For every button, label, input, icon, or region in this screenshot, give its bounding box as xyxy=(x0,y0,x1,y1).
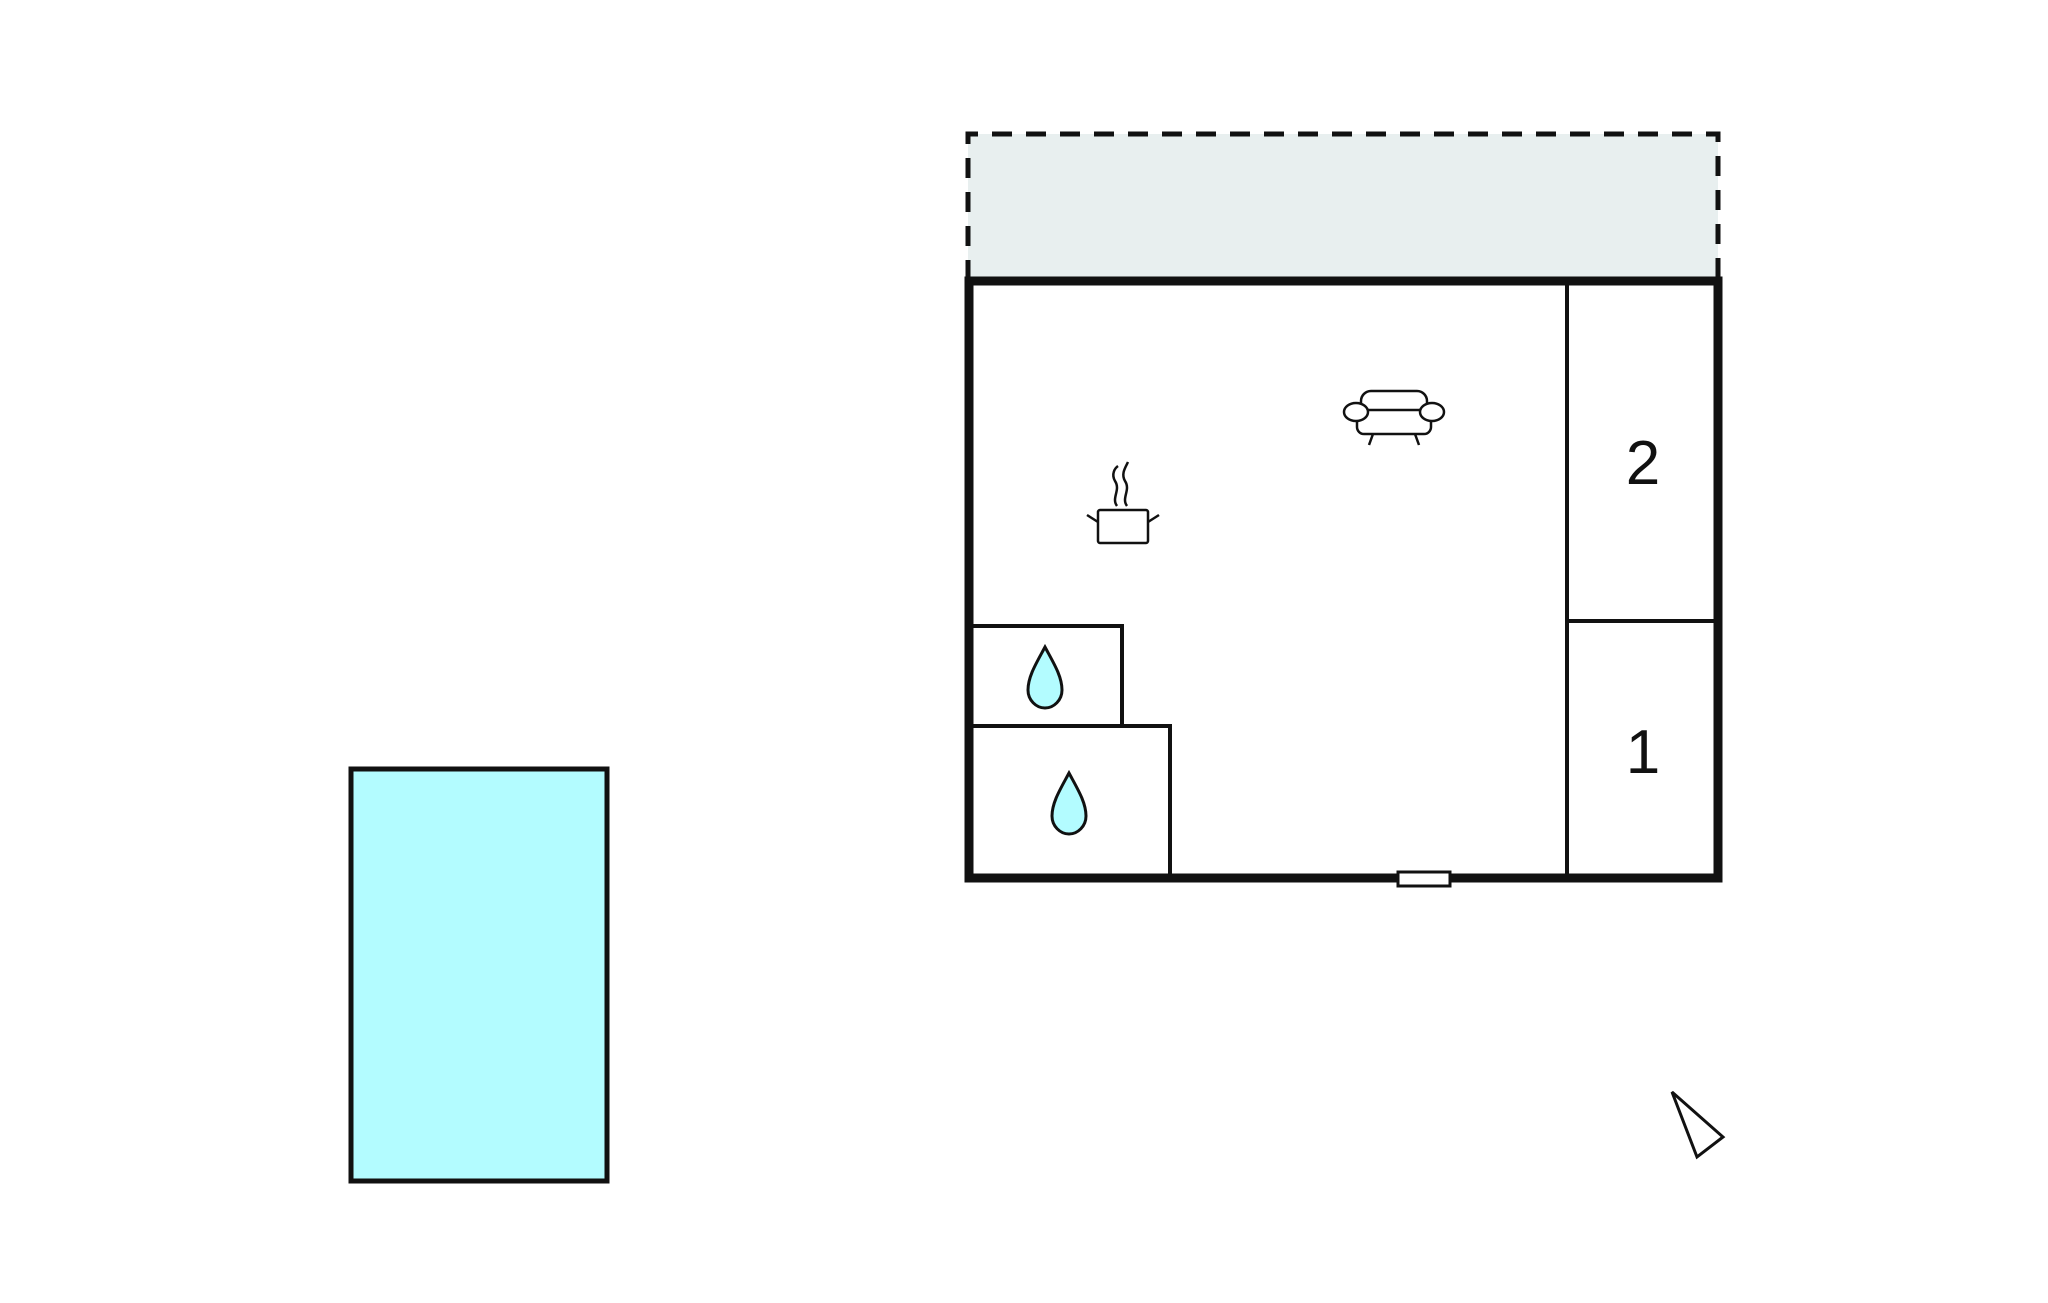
water-drop-icon xyxy=(1050,769,1088,836)
north-arrow-icon xyxy=(1670,1090,1726,1160)
cooking-pot-icon xyxy=(1086,461,1160,545)
house-outline xyxy=(964,276,1723,883)
sofa-icon xyxy=(1342,389,1446,446)
swimming-pool xyxy=(348,766,610,1184)
terrace xyxy=(965,131,1721,280)
interior-walls xyxy=(969,281,1718,878)
bedroom-1-label: 1 xyxy=(1626,718,1660,787)
bedroom-2-label: 2 xyxy=(1626,429,1660,498)
door-icon xyxy=(1396,870,1452,888)
water-drop-icon xyxy=(1026,643,1064,710)
